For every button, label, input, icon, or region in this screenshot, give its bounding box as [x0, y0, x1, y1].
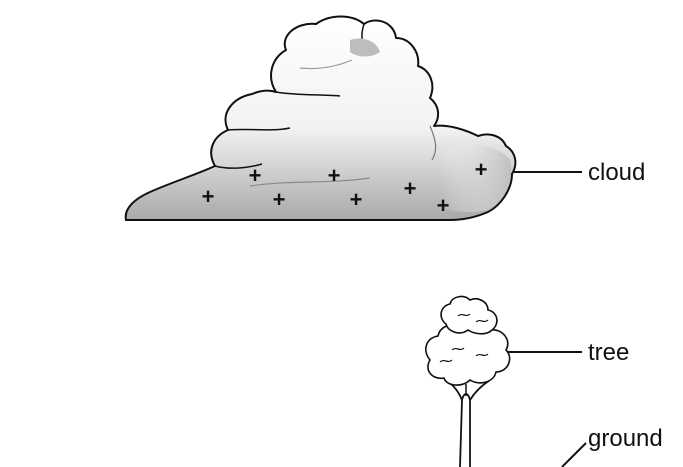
cloud — [126, 17, 516, 221]
tree — [426, 297, 510, 467]
charge-plus: + — [249, 163, 262, 188]
charge-plus: + — [328, 163, 341, 188]
charge-plus: + — [475, 157, 488, 182]
charge-plus: + — [350, 187, 363, 212]
tree-label: tree — [588, 339, 629, 366]
ground-leader-line — [562, 443, 586, 467]
charge-plus: + — [404, 176, 417, 201]
charge-plus: + — [437, 193, 450, 218]
tree-trunk — [446, 380, 490, 467]
charge-plus: + — [273, 187, 286, 212]
ground-label: ground — [588, 425, 663, 452]
charge-plus: + — [202, 184, 215, 209]
cloud-label: cloud — [588, 159, 645, 186]
